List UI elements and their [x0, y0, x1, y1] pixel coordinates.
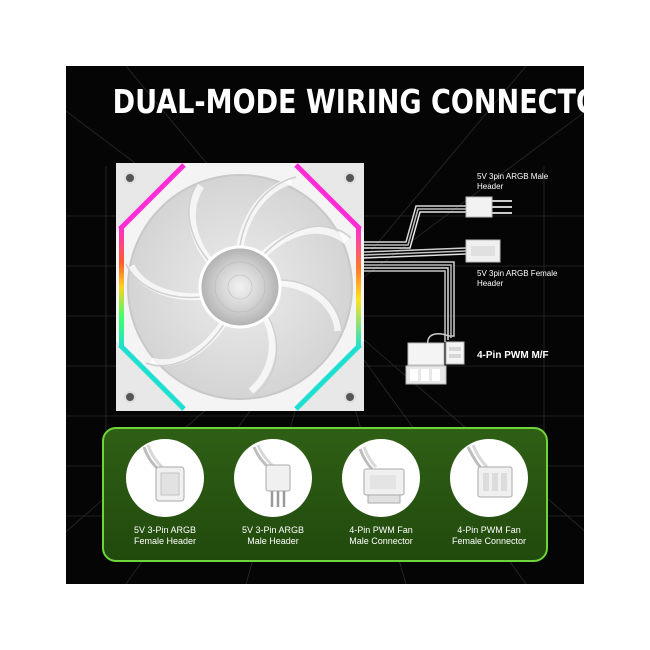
argb-male-connector-icon [234, 439, 312, 517]
connector-card-pwm-male: 4-Pin PWM Fan Male Connector [328, 439, 428, 564]
connector-caption: 5V 3-Pin ARGB Male Header [241, 525, 305, 546]
pwm-female-connector-icon [450, 439, 528, 517]
argb-male-header-icon [465, 196, 512, 218]
connector-card-argb-female: 5V 3-Pin ARGB Female Header [112, 439, 212, 564]
connector-caption: 5V 3-Pin ARGB Female Header [133, 525, 197, 546]
pwm-connectors-icon [405, 333, 465, 385]
page-title: DUAL-MODE WIRING CONNECTORS [112, 82, 584, 121]
argb-female-connector-icon [126, 439, 204, 517]
connector-card-argb-male: 5V 3-Pin ARGB Male Header [220, 439, 320, 564]
argb-female-header-icon [465, 239, 501, 263]
pwm-male-connector-icon [342, 439, 420, 517]
fan-cables [363, 205, 467, 342]
callout-argb-female: 5V 3pin ARGB Female Header [477, 269, 558, 288]
callout-pwm: 4-Pin PWM M/F [477, 350, 549, 361]
connectors-panel: 5V 3-Pin ARGB Female Header 5V 3-Pin ARG… [102, 427, 548, 562]
connector-caption: 4-Pin PWM Fan Male Connector [349, 525, 413, 546]
fan-blades [125, 174, 353, 400]
product-infographic: DUAL-MODE WIRING CONNECTORS [66, 66, 584, 584]
callout-argb-male: 5V 3pin ARGB Male Header [477, 172, 549, 191]
connector-card-pwm-female: 4-Pin PWM Fan Female Connector [436, 439, 536, 564]
connector-caption: 4-Pin PWM Fan Female Connector [451, 525, 527, 546]
fan-illustration [116, 163, 512, 411]
